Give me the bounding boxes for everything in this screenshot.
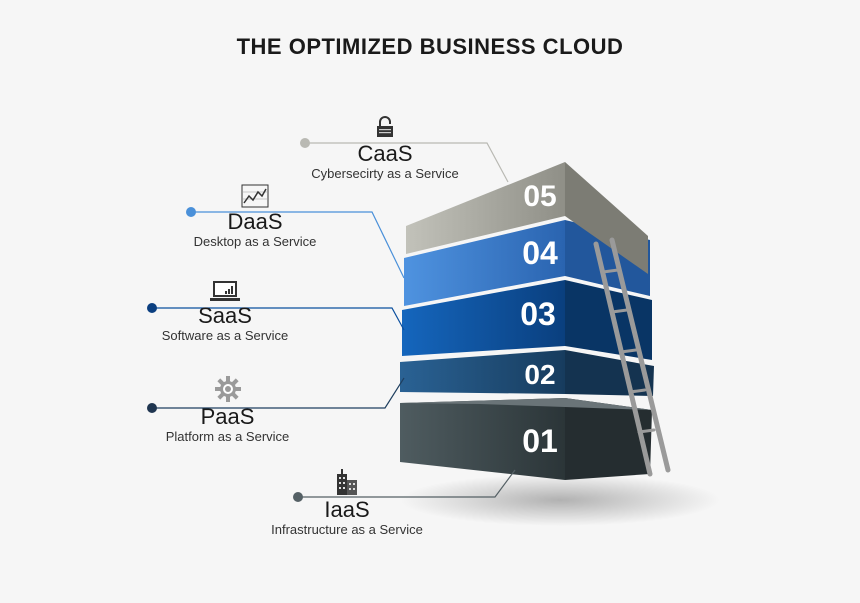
layer-05-number: 05 xyxy=(523,180,556,213)
layer-04-number: 04 xyxy=(522,235,558,271)
connectors xyxy=(152,142,516,498)
paas-abbr: PaaS xyxy=(200,404,255,429)
gear-icon xyxy=(214,376,241,402)
saas-abbr: SaaS xyxy=(198,303,252,328)
daas-desc: Desktop as a Service xyxy=(193,234,317,249)
laptop-chart-icon xyxy=(210,281,240,301)
stack-shadow xyxy=(400,474,720,526)
iaas-desc: Infrastructure as a Service xyxy=(271,522,423,537)
caas-label: CaaS Cybersecirty as a Service xyxy=(300,116,470,182)
saas-desc: Software as a Service xyxy=(161,328,289,343)
layer-05: 05 xyxy=(406,162,648,274)
iaas-abbr: IaaS xyxy=(324,497,370,522)
dot-daas xyxy=(186,207,196,217)
layer-05-left-face xyxy=(406,162,565,254)
layer-03-right-face xyxy=(565,280,652,360)
dot-saas xyxy=(147,303,157,313)
saas-label: SaaS Software as a Service xyxy=(150,280,300,344)
layer-04-left-face xyxy=(404,220,565,306)
dot-caas xyxy=(300,138,310,148)
layer-02: 02 xyxy=(400,350,654,396)
connector-iaas xyxy=(298,469,516,498)
connector-caas xyxy=(305,142,509,183)
layer-05-right-face xyxy=(565,162,648,274)
layer-01: 01 xyxy=(400,398,652,480)
lock-icon xyxy=(377,116,393,137)
layer-01-right-face xyxy=(565,398,652,480)
layer-02-right-face xyxy=(565,350,654,396)
layer-02-left-face xyxy=(400,350,565,394)
connector-paas xyxy=(152,377,405,409)
layer-02-number: 02 xyxy=(524,359,555,390)
paas-desc: Platform as a Service xyxy=(165,429,290,444)
connector-saas xyxy=(152,307,405,331)
page-title: THE OPTIMIZED BUSINESS CLOUD xyxy=(236,34,624,59)
line-chart-icon xyxy=(241,184,269,208)
layer-01-number: 01 xyxy=(522,423,558,459)
building-icon xyxy=(337,469,357,495)
layer-01-left-face xyxy=(400,398,565,480)
daas-abbr: DaaS xyxy=(227,209,283,234)
dot-paas xyxy=(147,403,157,413)
layer-01-top-edge xyxy=(400,398,652,410)
caas-desc: Cybersecirty as a Service xyxy=(311,166,459,181)
daas-label: DaaS Desktop as a Service xyxy=(180,184,330,250)
layer-03: 03 xyxy=(402,280,652,360)
layer-03-number: 03 xyxy=(520,296,556,332)
layer-03-left-face xyxy=(402,280,565,356)
dot-iaas xyxy=(293,492,303,502)
connector-daas xyxy=(191,211,405,279)
ladder xyxy=(593,237,671,477)
iaas-label: IaaS Infrastructure as a Service xyxy=(262,468,432,538)
caas-abbr: CaaS xyxy=(357,141,413,166)
paas-label: PaaS Platform as a Service xyxy=(150,375,305,445)
